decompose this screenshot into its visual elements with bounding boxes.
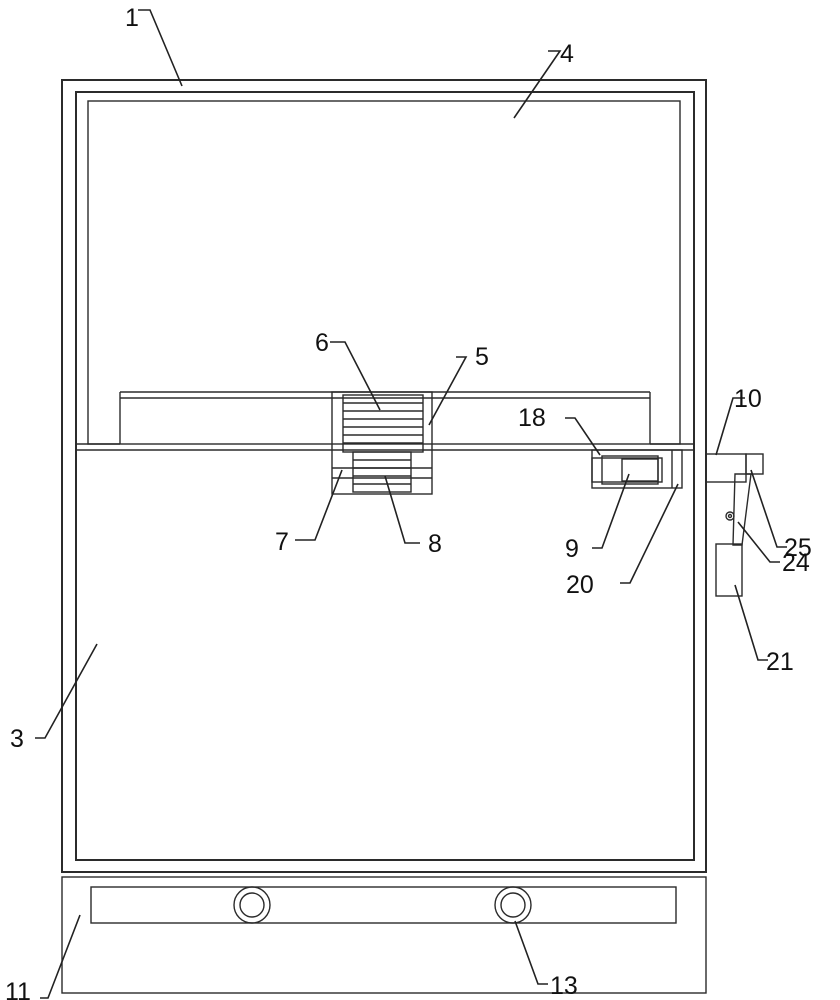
label-9: 9 bbox=[565, 535, 579, 563]
label-21: 21 bbox=[766, 648, 794, 676]
label-20: 20 bbox=[566, 571, 594, 599]
gear-assembly bbox=[332, 392, 432, 494]
latch-assembly bbox=[592, 450, 682, 488]
label-24: 24 bbox=[782, 549, 810, 577]
label-13: 13 bbox=[550, 972, 578, 1000]
base-rail bbox=[62, 877, 706, 993]
lower-gear bbox=[353, 452, 411, 492]
label-5: 5 bbox=[475, 343, 489, 371]
side-handle bbox=[706, 454, 763, 596]
labels: 1 4 6 5 10 18 7 8 9 25 24 20 21 3 11 13 bbox=[5, 4, 812, 1000]
label-11: 11 bbox=[5, 978, 31, 1000]
label-18: 18 bbox=[518, 404, 546, 432]
label-3: 3 bbox=[10, 725, 24, 753]
label-10: 10 bbox=[734, 385, 762, 413]
leader-lines bbox=[35, 10, 787, 998]
label-8: 8 bbox=[428, 530, 442, 558]
label-1: 1 bbox=[125, 4, 139, 32]
label-4: 4 bbox=[560, 40, 574, 68]
label-7: 7 bbox=[275, 528, 289, 556]
label-6: 6 bbox=[315, 329, 329, 357]
